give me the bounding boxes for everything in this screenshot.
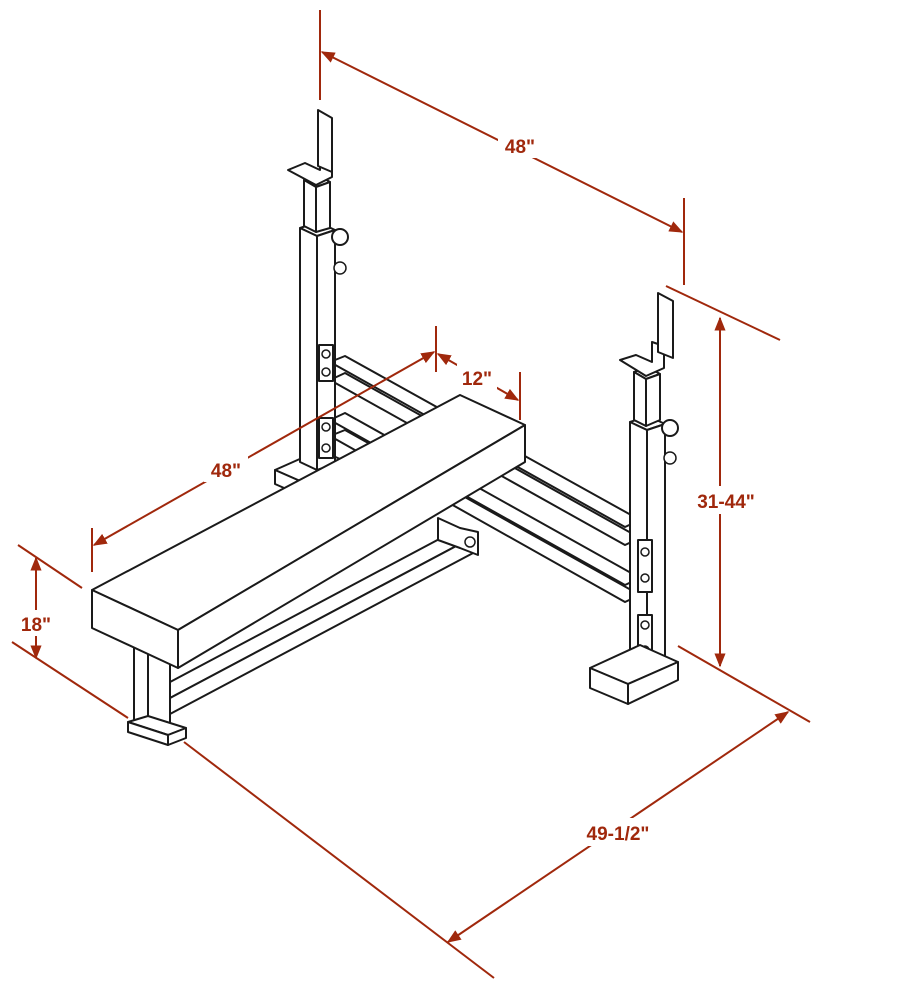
dimension-bench-height: 18": [11, 544, 129, 719]
dimension-overall-depth: 49-1/2": [183, 645, 811, 979]
dimension-rack-height: 31-44": [665, 285, 781, 668]
right-upright-base: [589, 644, 679, 705]
right-upright: [619, 292, 679, 666]
overall-depth-label: 49-1/2": [587, 824, 650, 845]
dimension-upright-spacing: 48": [319, 10, 685, 285]
bench-line-art: [91, 109, 679, 746]
bench-legs: [127, 639, 187, 746]
dimension-bench-length: 48": [91, 326, 437, 572]
bench-height-label: 18": [21, 615, 51, 636]
bench-width-label: 12": [462, 369, 492, 390]
rack-height-label: 31-44": [697, 492, 755, 513]
bench-length-label: 48": [211, 461, 241, 482]
upright-spacing-label: 48": [505, 137, 535, 158]
dimension-bench-width: 12": [436, 353, 521, 420]
